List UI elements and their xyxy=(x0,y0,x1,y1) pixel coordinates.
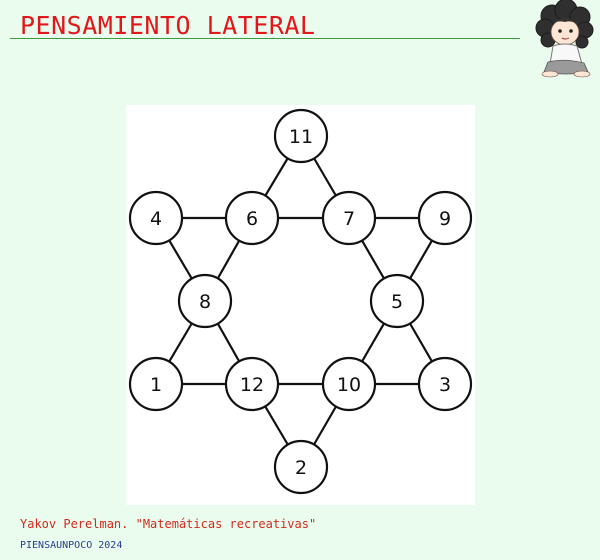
node-upper-left-outer: 4 xyxy=(128,190,184,246)
node-label: 9 xyxy=(439,208,451,230)
node-lower-right-inner: 10 xyxy=(321,356,377,412)
node-label: 5 xyxy=(391,291,403,313)
node-circle xyxy=(417,356,473,412)
source-credit: Yakov Perelman. "Matemáticas recreativas… xyxy=(20,517,317,531)
star-diagram: 11 4 6 7 9 8 5 1 12 10 3 2 xyxy=(128,108,473,495)
node-label: 7 xyxy=(343,208,355,230)
star-puzzle-card: 11 4 6 7 9 8 5 1 12 10 3 2 xyxy=(126,105,475,505)
node-middle-left: 8 xyxy=(177,273,233,329)
node-label: 4 xyxy=(150,208,162,230)
node-circle xyxy=(273,108,329,164)
node-top: 11 xyxy=(273,108,329,164)
node-circle xyxy=(128,356,184,412)
node-circle xyxy=(128,190,184,246)
node-label: 12 xyxy=(240,374,264,396)
girl-avatar-icon xyxy=(530,0,600,80)
node-circle xyxy=(417,190,473,246)
node-bottom: 2 xyxy=(273,439,329,495)
title-underline xyxy=(10,38,520,39)
node-circle xyxy=(224,190,280,246)
node-label: 8 xyxy=(199,291,211,313)
node-lower-right-outer: 3 xyxy=(417,356,473,412)
node-circle xyxy=(273,439,329,495)
node-middle-right: 5 xyxy=(369,273,425,329)
node-circle xyxy=(224,356,280,412)
node-label: 3 xyxy=(439,374,451,396)
node-label: 11 xyxy=(289,126,313,148)
node-circle xyxy=(177,273,233,329)
node-circle xyxy=(321,190,377,246)
node-label: 2 xyxy=(295,457,307,479)
node-label: 10 xyxy=(337,374,361,396)
page-title: PENSAMIENTO LATERAL xyxy=(20,11,316,40)
node-circle xyxy=(321,356,377,412)
node-lower-left-outer: 1 xyxy=(128,356,184,412)
node-upper-right-outer: 9 xyxy=(417,190,473,246)
node-label: 6 xyxy=(246,208,258,230)
node-upper-left-inner: 6 xyxy=(224,190,280,246)
node-lower-left-inner: 12 xyxy=(224,356,280,412)
brand-footer: PIENSAUNPOCO 2024 xyxy=(20,540,123,551)
node-label: 1 xyxy=(150,374,162,396)
node-upper-right-inner: 7 xyxy=(321,190,377,246)
node-circle xyxy=(369,273,425,329)
